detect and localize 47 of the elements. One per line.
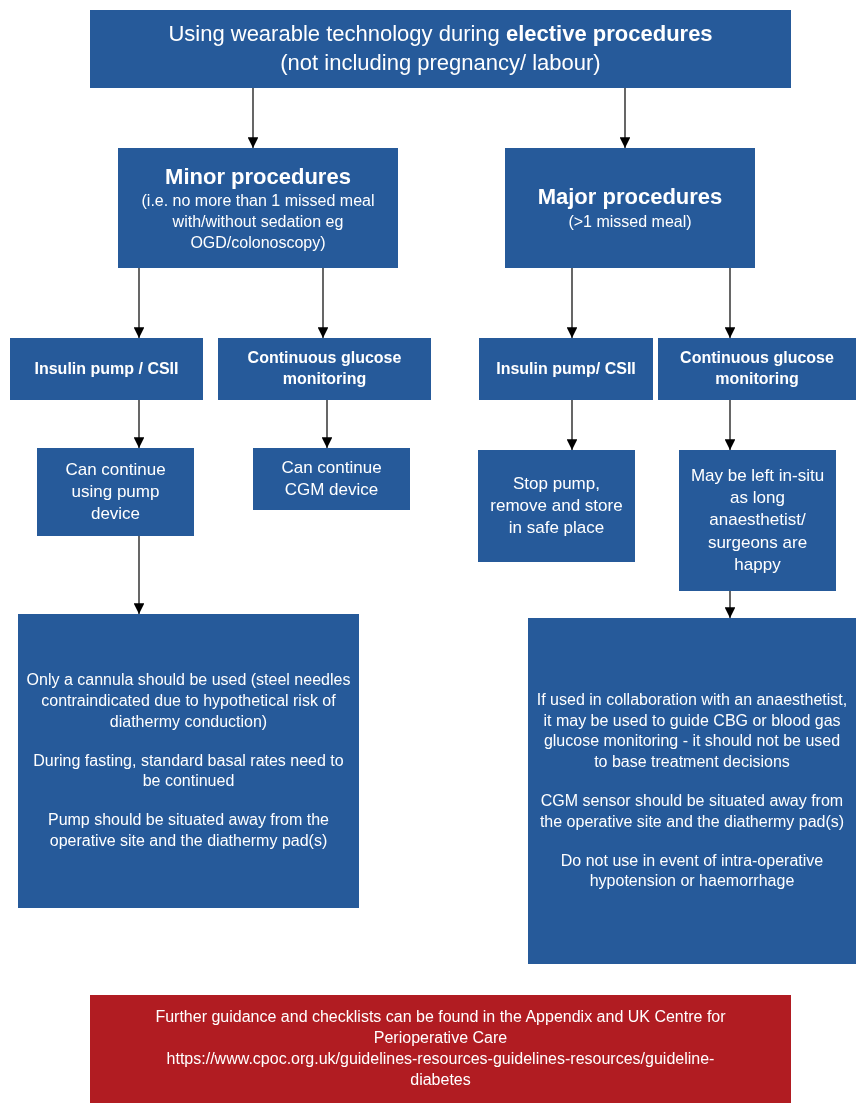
title-text: Using wearable technology during elective procedures: [168, 20, 713, 49]
subtitle-text: (not including pregnancy/ labour): [280, 49, 601, 77]
process-box: [478, 450, 635, 562]
process-box: [479, 338, 653, 400]
arrow: [133, 399, 145, 449]
note-box: [90, 995, 791, 1103]
arrow: [247, 87, 259, 149]
box-text: Insulin pump/ CSII: [496, 358, 636, 379]
arrow: [724, 590, 736, 619]
process-box: [679, 450, 836, 591]
process-box: [528, 618, 856, 964]
paragraph-text: Pump should be situated away from the operative site and the diathermy pad(s): [46, 810, 330, 851]
arrow: [724, 399, 736, 451]
arrow: [133, 267, 145, 339]
box-text: Insulin pump / CSII: [34, 358, 179, 379]
process-box: [253, 448, 410, 510]
process-box: [118, 148, 398, 268]
paragraph-text: During fasting, standard basal rates need to be continued: [32, 750, 345, 792]
paragraph-text: CGM sensor should be situated away from the operative site and the diathermy pad(s): [538, 791, 846, 832]
box-text: Can continue using pump device: [64, 458, 167, 526]
arrow: [724, 267, 736, 339]
heading-text: Major procedures: [537, 183, 723, 212]
box-text: Stop pump, remove and store in safe place: [489, 472, 624, 540]
arrow: [321, 399, 333, 449]
paragraph-text: Only a cannula should be used (steel needles contraindicated due to hypothetical risk of diathermy conduction): [26, 670, 351, 732]
box-text: May be left in-situ as long anaesthetist/ surgeons are happy: [689, 465, 826, 576]
link-text: https://www.cpoc.org.uk/guidelines-resources-guidelines-resources/guideline-diabetes: [165, 1049, 716, 1090]
box-text: Continuous glucose monitoring: [679, 348, 835, 389]
process-box: [37, 448, 194, 536]
process-box: [658, 338, 856, 400]
arrow: [317, 267, 329, 339]
process-box: [505, 148, 755, 268]
process-box: [218, 338, 431, 400]
description-text: (>1 missed meal): [568, 211, 692, 232]
process-box: [90, 10, 791, 88]
arrow: [619, 87, 631, 149]
process-box: [10, 338, 203, 400]
heading-text: Minor procedures: [165, 162, 351, 191]
description-text: (i.e. no more than 1 missed meal with/without sedation eg OGD/colonoscopy): [140, 191, 376, 253]
arrow: [566, 267, 578, 339]
arrow: [133, 535, 145, 615]
paragraph-text: If used in collaboration with an anaesthetist, it may be used to guide CBG or blood gas glucose monitoring - it should not be used to base treatment decisions: [536, 689, 848, 773]
box-text: Can continue CGM device: [280, 456, 383, 501]
box-text: Continuous glucose monitoring: [246, 348, 403, 389]
arrow: [566, 399, 578, 451]
paragraph-text: Do not use in event of intra-operative hypotension or haemorrhage: [559, 850, 825, 892]
process-box: [18, 614, 359, 908]
